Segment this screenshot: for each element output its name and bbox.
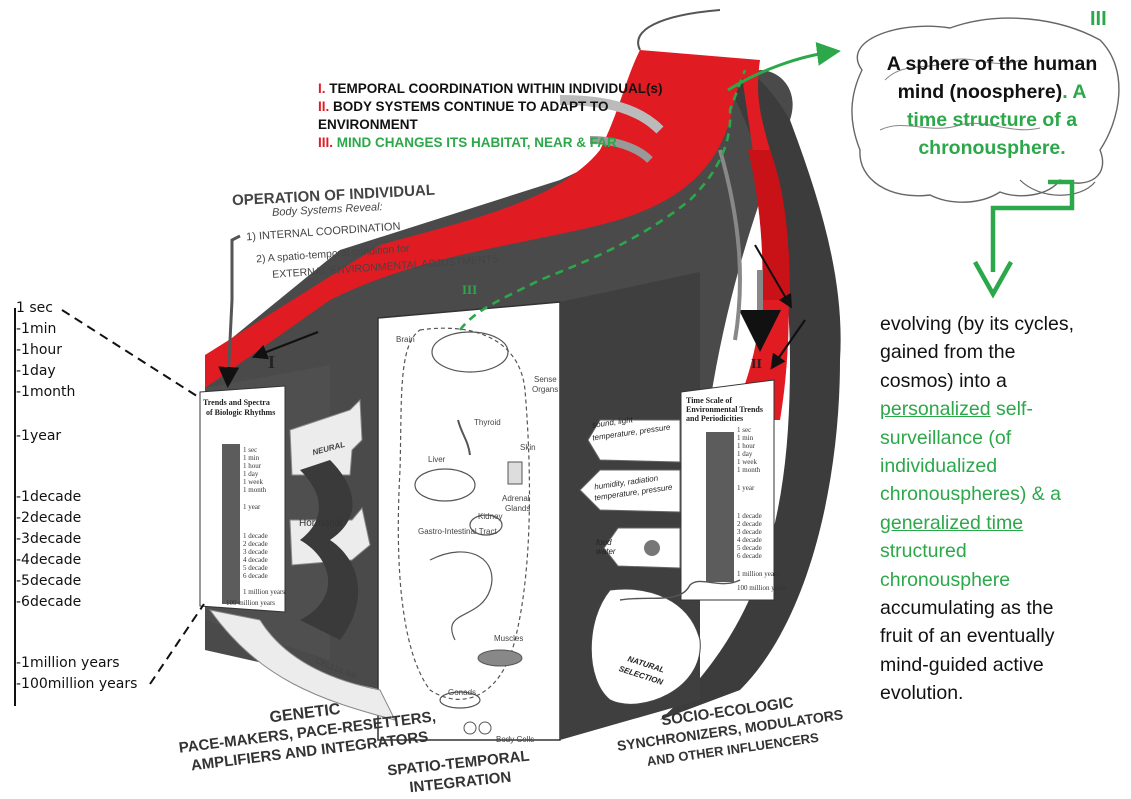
left-card-tick: 1 million years [243, 588, 285, 597]
roman-I: I [268, 352, 275, 373]
right-card-title-1: Time Scale of [686, 396, 732, 405]
evolution-line: individualized [880, 452, 1074, 480]
evolution-line: evolving (by its cycles, [880, 310, 1074, 338]
organ-kidney: Kidney [478, 512, 502, 521]
time-scale-label: -1decade [16, 489, 81, 505]
noosphere-line-2-black: mind (noosphere) [898, 81, 1063, 103]
legend-item-2b: ENVIRONMENT [318, 116, 418, 133]
evolution-line: generalized time [880, 509, 1074, 537]
evolution-line: cosmos) into a [880, 367, 1074, 395]
time-scale-label: -4decade [16, 552, 81, 568]
band-thread [638, 10, 720, 50]
evolution-line: accumulating as the [880, 594, 1074, 622]
time-scale-label: -5decade [16, 573, 81, 589]
time-scale-label: -3decade [16, 531, 81, 547]
evolution-line: evolution. [880, 679, 1074, 707]
center-panel [378, 302, 560, 740]
time-scale-label: -1year [16, 428, 61, 444]
organ-adrenal: Adrenal [502, 494, 530, 503]
time-scale-label: -1month [16, 384, 75, 400]
muscle-shape [478, 650, 522, 666]
env-water: water [596, 547, 616, 556]
left-card-title-2: of Biologic Rhythms [206, 408, 275, 417]
legend-text: MIND CHANGES ITS HABITAT, NEAR & FAR [337, 135, 617, 150]
evolution-underlined: personalized [880, 398, 991, 420]
noosphere-line-2: mind (noosphere). A [862, 78, 1122, 106]
organ-gonads: Gonads [448, 688, 476, 697]
time-scale-label: -1million years [16, 655, 120, 671]
evolution-line: fruit of an eventually [880, 622, 1074, 650]
evolution-line: gained from the [880, 338, 1074, 366]
roman-II: II [751, 357, 762, 373]
legend-numeral: I. [318, 81, 326, 96]
time-scale-label: -2decade [16, 510, 81, 526]
right-card-title-2: Environmental Trends [686, 405, 763, 414]
time-scale-label: -6decade [16, 594, 81, 610]
right-card-tick: 100 million years [737, 584, 786, 593]
dashed-connector-bottom [150, 604, 204, 684]
evolution-text: evolving (by its cycles, gained from the… [880, 310, 1074, 708]
organ-thyroid: Thyroid [474, 418, 501, 427]
organ-brain: Brain [396, 335, 415, 344]
evolution-line: personalized self- [880, 395, 1074, 423]
noosphere-line-3: time structure of a [862, 106, 1122, 134]
noosphere-line-1: A sphere of the human [862, 50, 1122, 78]
left-card-tick: 100 million years [226, 599, 275, 608]
legend-numeral: II. [318, 99, 329, 114]
right-card-tick: 6 decade [737, 552, 762, 561]
time-scale-label: -1hour [16, 342, 62, 358]
noosphere-text: A sphere of the human mind (noosphere). … [862, 50, 1122, 162]
noosphere-line-4: chronousphere. [862, 134, 1122, 162]
roman-III-top: III [1090, 8, 1107, 31]
legend-text: ENVIRONMENT [318, 117, 418, 132]
organ-organs: Organs [532, 385, 558, 394]
evolution-line: chronouspheres) & a [880, 480, 1074, 508]
organ-sense: Sense [534, 375, 557, 384]
env-food: food [596, 538, 612, 547]
legend-text: TEMPORAL COORDINATION WITHIN INDIVIDUAL(… [329, 81, 662, 96]
evolution-line: chronousphere [880, 566, 1074, 594]
time-scale-label: -1day [16, 363, 56, 379]
left-card-tick: 6 decade [243, 572, 268, 581]
right-card-tick: 1 year [737, 484, 754, 493]
organ-skin: Skin [520, 443, 536, 452]
organ-gi: Gastro-Intestinal Tract [418, 527, 497, 536]
legend-text: BODY SYSTEMS CONTINUE TO ADAPT TO [333, 99, 609, 114]
left-card-title-1: Trends and Spectra [203, 398, 270, 407]
legend-item-1: I. TEMPORAL COORDINATION WITHIN INDIVIDU… [318, 80, 663, 97]
noosphere-line-2-green: . A [1062, 81, 1086, 103]
roman-III: III [462, 282, 477, 298]
evolution-line: surveillance (of [880, 424, 1074, 452]
left-card-bar [222, 444, 240, 604]
evolution-line: structured [880, 537, 1074, 565]
time-scale-label: 1 sec [16, 300, 53, 316]
food-ball [644, 540, 660, 556]
right-card-title-3: and Periodicities [686, 414, 743, 423]
right-card-bar [706, 432, 734, 582]
organ-liver: Liver [428, 455, 445, 464]
evolution-green: self- [991, 398, 1033, 420]
right-card-tick: 1 million years [737, 570, 779, 579]
left-card-tick: 1 year [243, 503, 260, 512]
skin-square [508, 462, 522, 484]
right-card-tick: 1 month [737, 466, 760, 475]
organ-muscles: Muscles [494, 634, 523, 643]
legend-numeral: III. [318, 135, 333, 150]
level-hormonal: Hormonal [299, 518, 342, 529]
left-card-tick: 1 month [243, 486, 266, 495]
organ-body-cells: Body Cells [496, 735, 534, 744]
organ-glands: Glands [505, 504, 530, 513]
time-scale-label: -1min [16, 321, 56, 337]
dashed-connector-top [62, 310, 200, 398]
time-scale-label: -100million years [16, 676, 137, 692]
legend-item-3: III. MIND CHANGES ITS HABITAT, NEAR & FA… [318, 134, 617, 151]
legend-item-2: II. BODY SYSTEMS CONTINUE TO ADAPT TO [318, 98, 609, 115]
evolution-line: mind-guided active [880, 651, 1074, 679]
